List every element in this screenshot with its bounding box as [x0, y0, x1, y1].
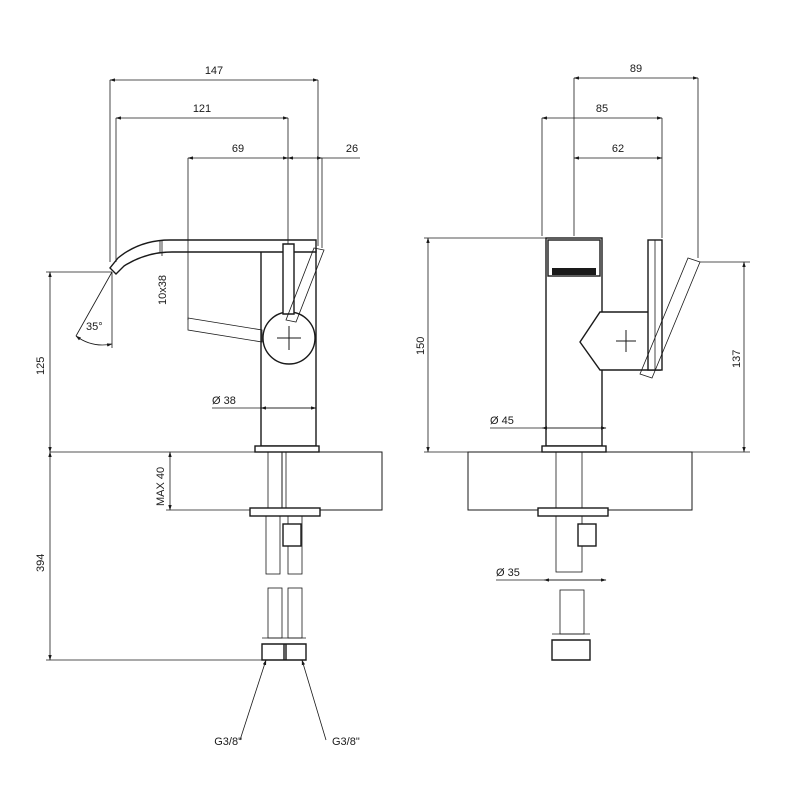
dim-dia45: Ø 45 — [490, 415, 607, 430]
dim-dia35-label: Ø 35 — [496, 567, 520, 579]
dim-dia38-label: Ø 38 — [212, 395, 236, 407]
dim-69: 69 — [187, 143, 289, 320]
dim-10x38: 10x38 — [157, 240, 169, 305]
dim-125: 125 — [35, 271, 112, 453]
tap-body-front — [537, 237, 701, 661]
dim-max40: MAX 40 — [155, 451, 250, 511]
dim-85-label: 85 — [596, 103, 608, 115]
dim-max40-label: MAX 40 — [155, 467, 167, 506]
conn-callouts: G3/8" G3/8" — [214, 659, 360, 748]
dim-85: 85 — [541, 103, 663, 238]
dim-89-label: 89 — [630, 63, 642, 75]
dim-137: 137 — [692, 261, 750, 453]
dim-26: 26 — [287, 143, 360, 248]
dim-121-label: 121 — [193, 103, 211, 115]
dim-dia45-label: Ø 45 — [490, 415, 514, 427]
conn-right-label: G3/8" — [332, 736, 360, 748]
countertop-side — [50, 451, 383, 511]
dim-147: 147 — [109, 65, 319, 262]
front-view: 89 85 62 150 137 — [415, 63, 750, 661]
dim-69-label: 69 — [232, 143, 244, 155]
dim-62-label: 62 — [612, 143, 624, 155]
dim-147-label: 147 — [205, 65, 223, 77]
angle-35: 35° — [75, 271, 113, 348]
dim-62: 62 — [573, 143, 663, 160]
angle-35-label: 35° — [86, 321, 103, 333]
dim-121: 121 — [115, 103, 289, 262]
dim-89: 89 — [573, 63, 699, 258]
tap-body-side — [109, 239, 325, 661]
dim-150: 150 — [415, 237, 546, 453]
conn-left-label: G3/8" — [214, 736, 242, 748]
dim-150-label: 150 — [415, 337, 427, 355]
dim-dia38: Ø 38 — [212, 395, 317, 410]
dim-dia35: Ø 35 — [496, 567, 607, 582]
dim-137-label: 137 — [731, 350, 743, 368]
side-view: 147 121 69 26 10x38 — [35, 65, 383, 748]
dim-125-label: 125 — [35, 357, 47, 375]
dim-26-label: 26 — [346, 143, 358, 155]
countertop-front — [424, 451, 693, 511]
dim-10x38-label: 10x38 — [157, 275, 169, 305]
dim-394-label: 394 — [35, 554, 47, 572]
dim-394: 394 — [35, 451, 262, 661]
